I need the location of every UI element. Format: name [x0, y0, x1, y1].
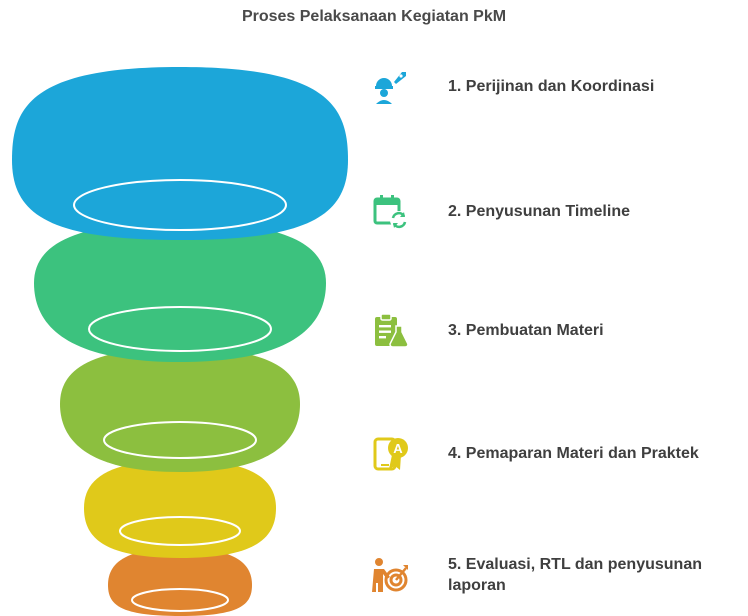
- step-2: 2. Penyusunan Timeline: [372, 193, 748, 229]
- clipboard-flask-icon: [375, 313, 408, 348]
- person-target-icon: [372, 558, 408, 592]
- step-4: A 4. Pemaparan Materi dan Praktek: [372, 435, 748, 471]
- funnel-layer-3: [60, 348, 300, 472]
- calendar-refresh-icon: [373, 195, 408, 229]
- step-3-label: 3. Pembuatan Materi: [448, 321, 604, 339]
- funnel-layer-1: [12, 67, 348, 240]
- diagram-title: Proses Pelaksanaan Kegiatan PkM: [241, 8, 507, 25]
- svg-text:A: A: [393, 441, 403, 456]
- step-2-label: 2. Penyusunan Timeline: [448, 202, 630, 220]
- mobile-award-icon: A: [373, 437, 408, 471]
- step-4-label: 4. Pemaparan Materi dan Praktek: [448, 444, 699, 462]
- step-5-label: 5. Evaluasi, RTL dan penyusunan laporan: [448, 556, 702, 594]
- funnel-layer-4: [84, 460, 276, 558]
- funnel-layer-2: [34, 222, 326, 362]
- step-5: 5. Evaluasi, RTL dan penyusunan laporan: [372, 554, 748, 596]
- step-1: 1. Perijinan dan Koordinasi: [372, 68, 748, 104]
- step-3: 3. Pembuatan Materi: [372, 312, 748, 348]
- funnel-layer-5: [108, 548, 252, 616]
- engineer-rocket-icon: [375, 72, 406, 104]
- step-1-label: 1. Perijinan dan Koordinasi: [448, 77, 655, 95]
